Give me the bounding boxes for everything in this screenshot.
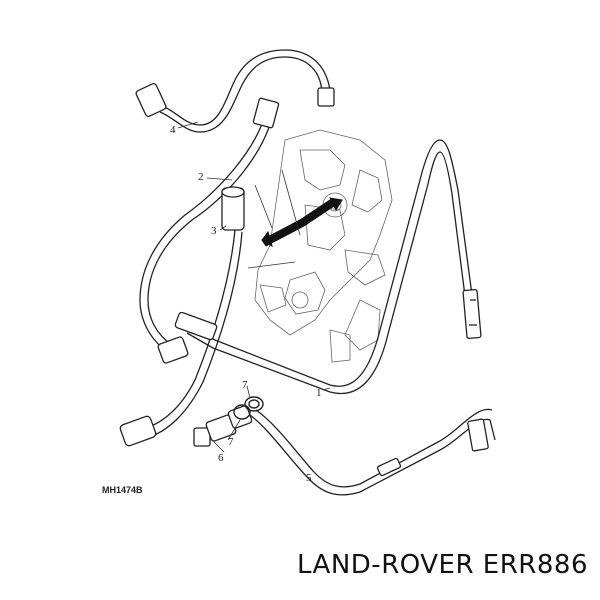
seal-7-lower <box>233 404 251 420</box>
callout-2: 2 <box>198 171 204 183</box>
callout-7-upper: 7 <box>242 379 248 391</box>
lead-5 <box>249 408 496 496</box>
callout-7-lower: 7 <box>228 436 234 448</box>
engine-block-outline <box>254 129 393 363</box>
exploded-parts-diagram: 1 2 3 4 5 6 7 7 MH1474B <box>102 49 496 496</box>
lead-1 <box>174 139 482 395</box>
sensor-6 <box>193 405 253 447</box>
callout-1: 1 <box>316 387 322 399</box>
leader-lines <box>177 121 331 477</box>
lead-3 <box>119 186 245 447</box>
lead-4 <box>135 49 335 133</box>
lead-2 <box>139 97 280 364</box>
diagram-code: MH1474B <box>102 485 143 495</box>
callout-3: 3 <box>211 225 217 237</box>
callout-4: 4 <box>170 124 176 136</box>
part-caption: LAND-ROVER ERR886 <box>296 550 588 580</box>
direction-arrows <box>261 197 343 248</box>
callout-5: 5 <box>306 472 312 484</box>
callout-6: 6 <box>218 452 224 464</box>
seal-7-upper <box>244 396 264 412</box>
